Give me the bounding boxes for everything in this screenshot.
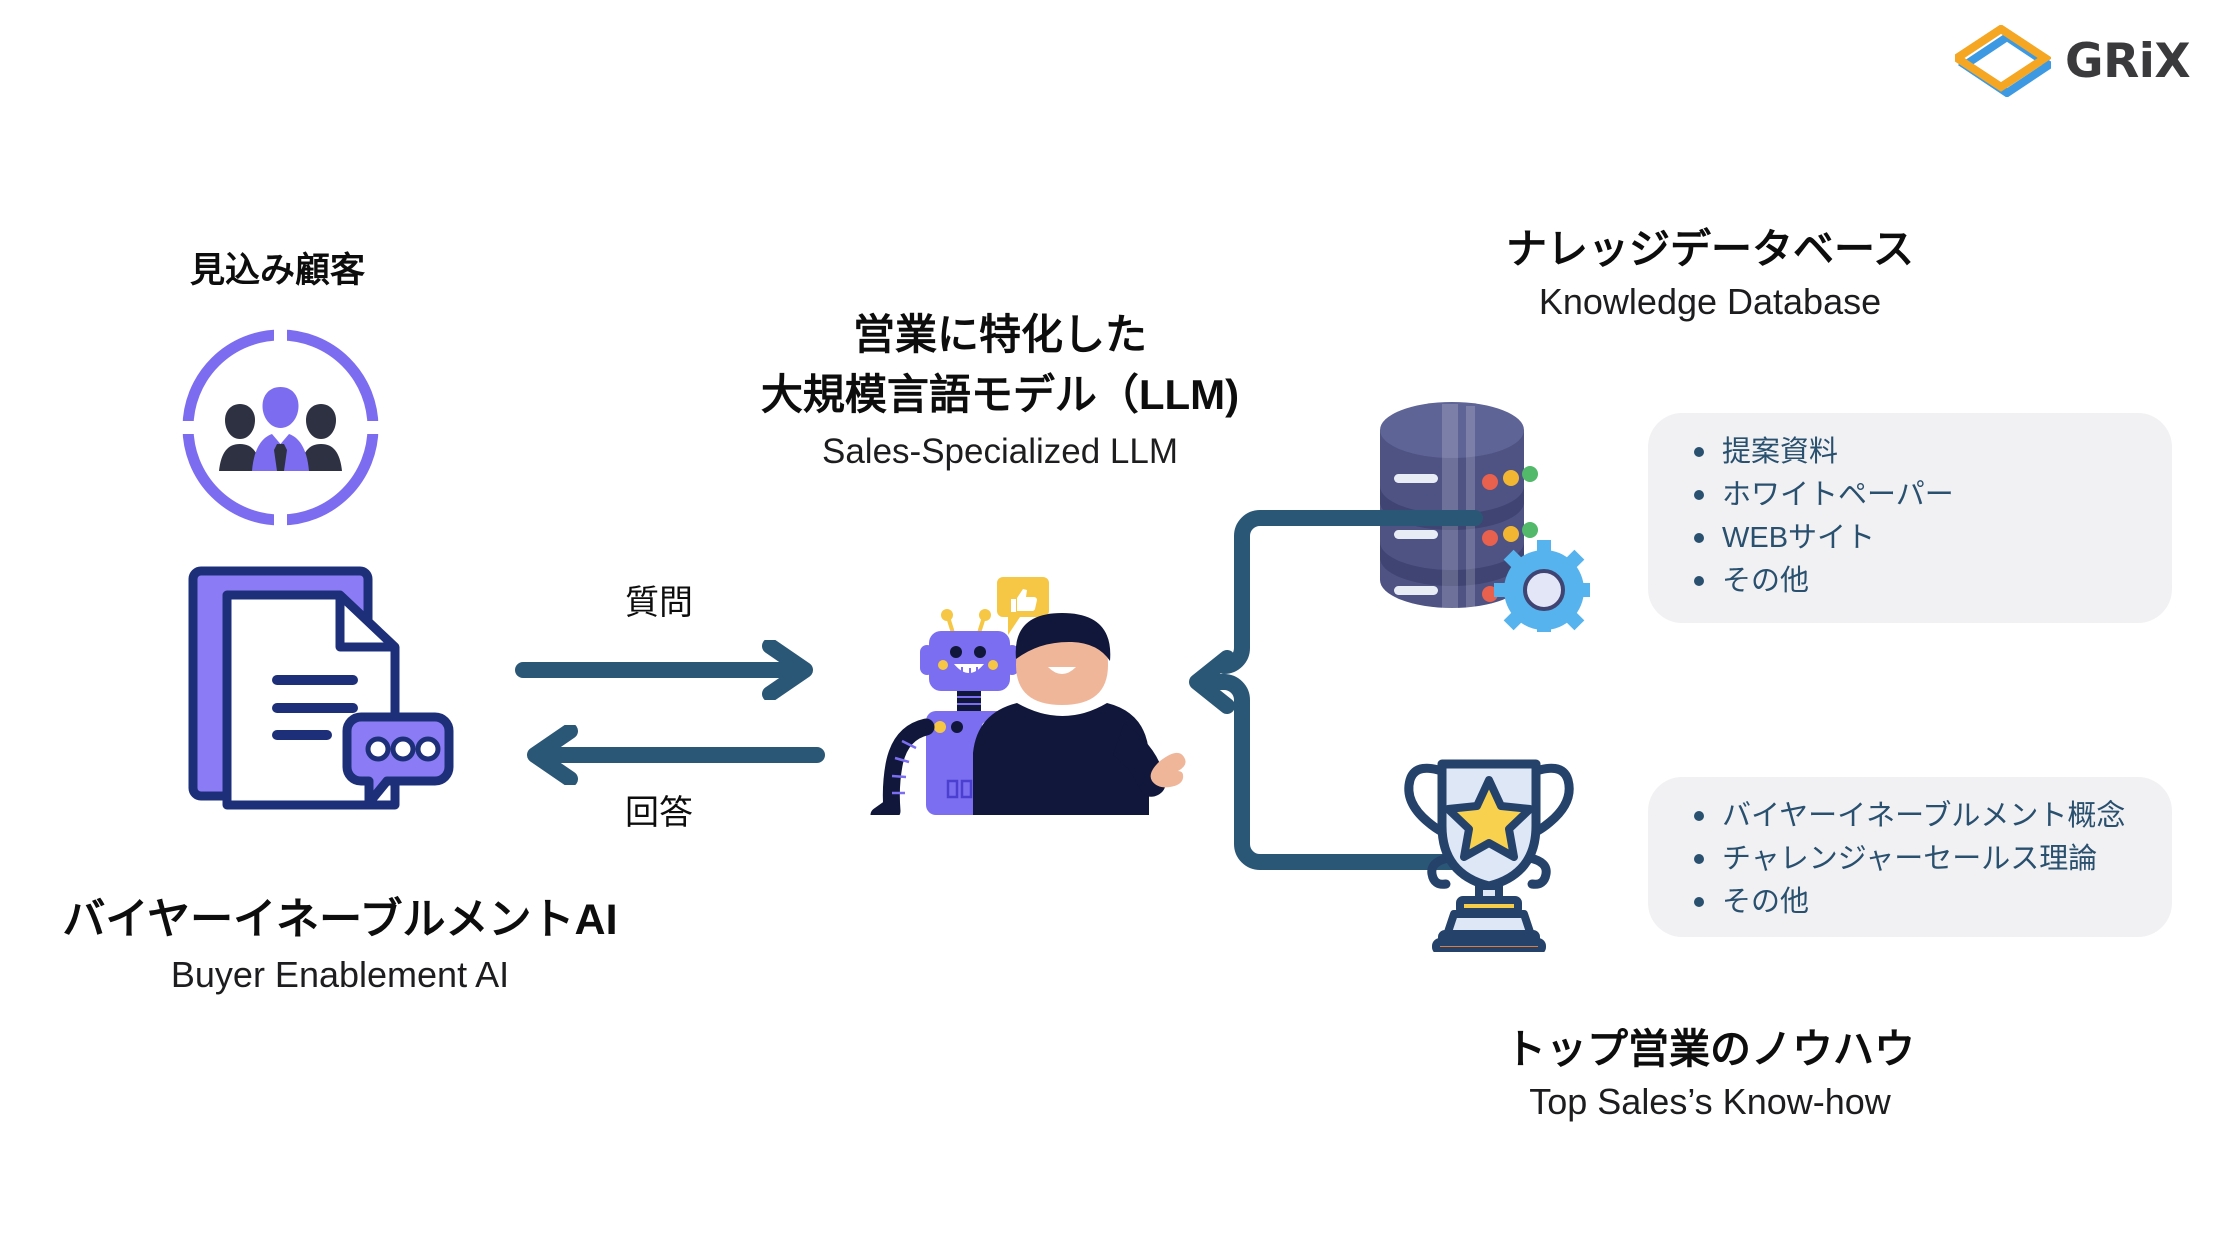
knowledge-database-title-en: Knowledge Database (1538, 281, 1882, 323)
knowledge-database-items-panel: 提案資料 ホワイトペーパー WEBサイト その他 (1648, 413, 2172, 623)
buyer-enablement-label: バイヤーイネーブルメントAI Buyer Enablement AI (10, 895, 670, 996)
top-sales-knowhow-items-panel: バイヤーイネーブルメント概念 チャレンジャーセールス理論 その他 (1648, 777, 2172, 937)
prospect-label: 見込み顧客 (190, 251, 366, 290)
answer-label: 回答 (625, 794, 693, 832)
llm-title: 営業に特化した 大規模言語モデル（LLM) Sales-Specialized … (735, 310, 1265, 472)
llm-title-en: Sales-Specialized LLM (821, 432, 1178, 472)
top-sales-knowhow-title-jp: トップ営業のノウハウ (1505, 1026, 1915, 1072)
brand-logo: GRiX (1955, 22, 2205, 100)
thumbs-up-speech-bubble-icon (997, 577, 1049, 635)
list-item: WEBサイト (1722, 517, 2138, 560)
question-arrow (515, 640, 825, 700)
buyer-enablement-title-en: Buyer Enablement AI (170, 953, 510, 995)
knowledge-database-label: ナレッジデータベース Knowledge Database (1440, 225, 1980, 324)
answer-arrow (515, 725, 825, 785)
robot-and-person-illustration (860, 555, 1190, 815)
buyer-enablement-title-jp: バイヤーイネーブルメントAI (62, 896, 618, 944)
document-with-chat-bubble-icon (185, 565, 455, 815)
double-diamond-logo-icon (1955, 25, 2051, 97)
list-item: 提案資料 (1722, 431, 2138, 474)
question-label: 質問 (625, 584, 693, 622)
top-sales-knowhow-title-en: Top Sales’s Know-how (1529, 1081, 1891, 1123)
list-item: チャレンジャーセールス理論 (1722, 838, 2138, 881)
llm-title-jp-line1: 営業に特化した (852, 311, 1147, 358)
top-sales-knowhow-label: トップ営業のノウハウ Top Sales’s Know-how (1440, 1025, 1980, 1124)
knowledge-database-title-jp: ナレッジデータベース (1506, 226, 1914, 272)
knowledge-to-llm-connector-arrow (1185, 500, 1485, 880)
brand-wordmark: GRiX (2065, 33, 2191, 89)
llm-title-jp-line2: 大規模言語モデル（LLM) (760, 370, 1240, 418)
list-item: その他 (1722, 881, 2138, 924)
three-people-in-target-circle-icon (178, 325, 383, 530)
list-item: ホワイトペーパー (1722, 474, 2138, 517)
list-item: バイヤーイネーブルメント概念 (1722, 795, 2138, 838)
trophy-with-star-icon (1398, 752, 1580, 952)
list-item: その他 (1722, 560, 2138, 603)
